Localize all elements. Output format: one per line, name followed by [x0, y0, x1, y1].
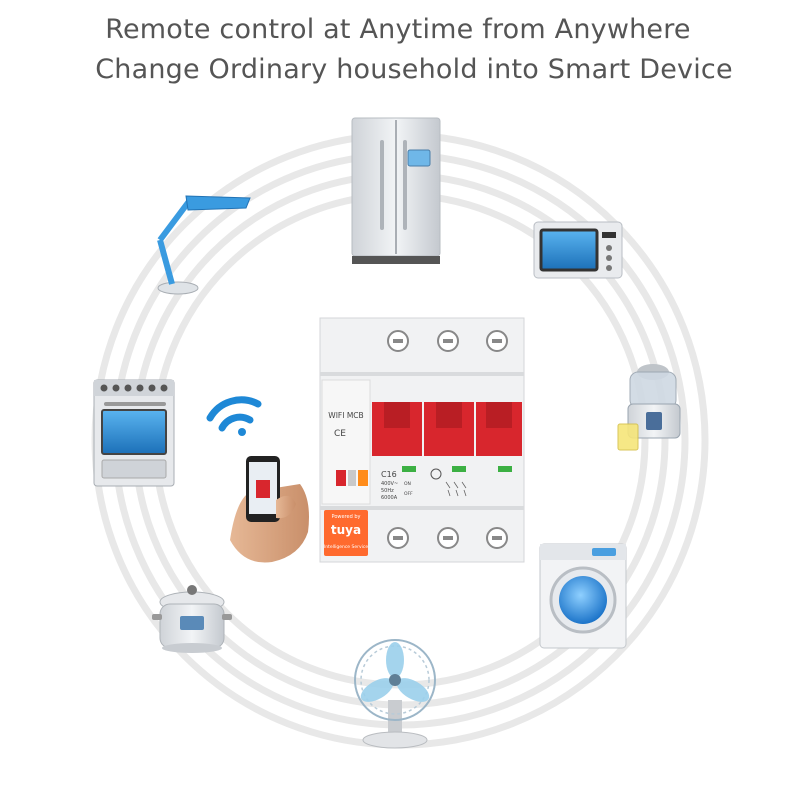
- headline-line-1: Remote control at Anytime from Anywhere: [105, 14, 691, 45]
- model-label: WIFI MCB: [328, 411, 363, 420]
- refrigerator-icon: [351, 117, 441, 264]
- rice-cooker-icon: [152, 585, 232, 653]
- tuya-badge: [324, 510, 368, 556]
- on-label: ON: [404, 481, 411, 487]
- oven-icon: [93, 379, 175, 487]
- wiring-diagram-icon: [445, 481, 467, 497]
- frequency-label: 50Hz: [381, 488, 394, 494]
- smart-circuit-breaker: WIFI MCB CE Powered by tuya Intelligence…: [319, 317, 525, 563]
- breaker-switch-1: [372, 402, 422, 456]
- desk-lamp-icon: [157, 195, 251, 295]
- powered-by-label: Powered by: [332, 514, 361, 520]
- indicator-2: [452, 466, 466, 472]
- wifi-icon: [206, 396, 262, 436]
- headline-line-2: Change Ordinary household into Smart Dev…: [95, 54, 733, 85]
- ccc-mark-icon: [430, 468, 442, 480]
- off-label: OFF: [404, 491, 413, 497]
- fan-icon: [354, 639, 436, 749]
- washing-machine-icon: [539, 543, 627, 649]
- brand-name: tuya: [331, 523, 361, 537]
- phone-in-hand-icon: [230, 456, 309, 563]
- juicer-icon: [617, 364, 681, 451]
- indicator-3: [498, 466, 512, 472]
- microwave-icon: [533, 221, 623, 279]
- voltage-label: 400V~: [381, 481, 398, 487]
- indicator-1: [402, 466, 416, 472]
- breaker-switch-2: [424, 402, 474, 456]
- rating-label: C16: [381, 470, 397, 479]
- capacity-label: 6000A: [381, 495, 398, 501]
- brand-tag: Intelligence Service: [324, 544, 368, 550]
- ce-mark: CE: [334, 429, 346, 439]
- breaker-switch-3: [476, 402, 522, 456]
